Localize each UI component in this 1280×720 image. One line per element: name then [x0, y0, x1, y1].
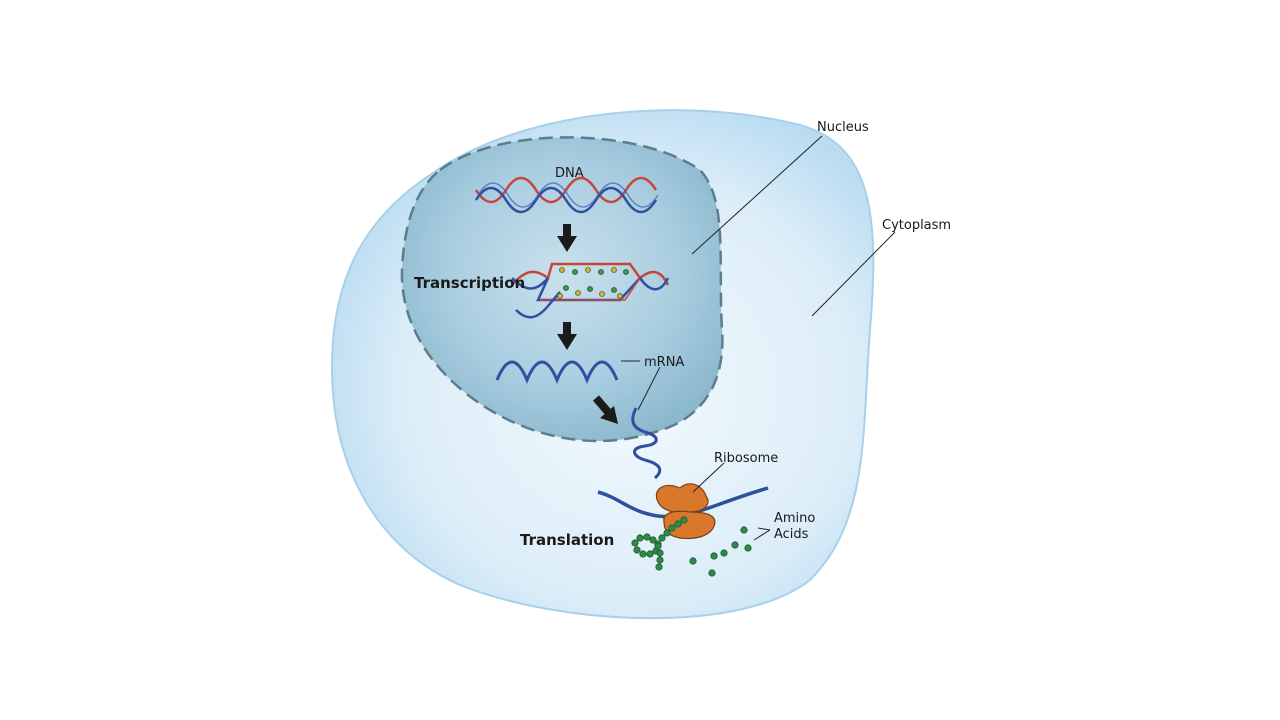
leader-cytoplasm	[811, 231, 896, 317]
nucleus	[400, 136, 724, 443]
label-amino-acids-line1: Amino	[774, 511, 815, 526]
dna-strand-red	[474, 176, 658, 204]
leader-nucleus	[691, 135, 823, 255]
label-transcription: Transcription	[414, 274, 525, 292]
arrow-mrna-export	[592, 395, 618, 424]
label-dna: DNA	[555, 166, 584, 181]
ribosome	[655, 483, 716, 540]
coding-strand-blue	[536, 276, 670, 302]
label-nucleus: Nucleus	[817, 120, 869, 135]
polypeptide-chain	[631, 516, 688, 571]
dna-strand-blue-2	[477, 182, 659, 208]
label-translation: Translation	[520, 531, 614, 549]
leader-mrna-coil	[637, 366, 661, 411]
ribosome-small-subunit	[663, 510, 716, 540]
label-amino-acids-line2: Acids	[774, 527, 809, 542]
label-cytoplasm: Cytoplasm	[882, 218, 951, 233]
mrna-coil	[631, 407, 662, 480]
leader-amino-acids-1	[753, 529, 771, 541]
template-strand-red	[511, 262, 670, 286]
arrow-dna-to-transcription	[557, 224, 577, 252]
mrna-strand	[495, 360, 619, 384]
mrna-translation-strand	[597, 486, 769, 519]
transcription-bubble	[511, 262, 670, 319]
dna-helix	[474, 176, 659, 214]
label-ribosome: Ribosome	[714, 451, 778, 466]
coding-strand-red	[540, 277, 641, 301]
mrna-exiting	[515, 291, 561, 319]
free-amino-acids	[689, 526, 752, 577]
ribosome-large-subunit	[655, 483, 709, 514]
nucleotides	[557, 267, 629, 299]
leader-amino-acids-2	[757, 527, 771, 531]
template-strand-blue-top	[511, 277, 549, 290]
dna-strand-blue	[474, 186, 658, 214]
arrow-transcription-to-mrna	[557, 322, 577, 350]
leader-ribosome	[692, 462, 725, 493]
label-mrna: mRNA	[644, 355, 684, 370]
